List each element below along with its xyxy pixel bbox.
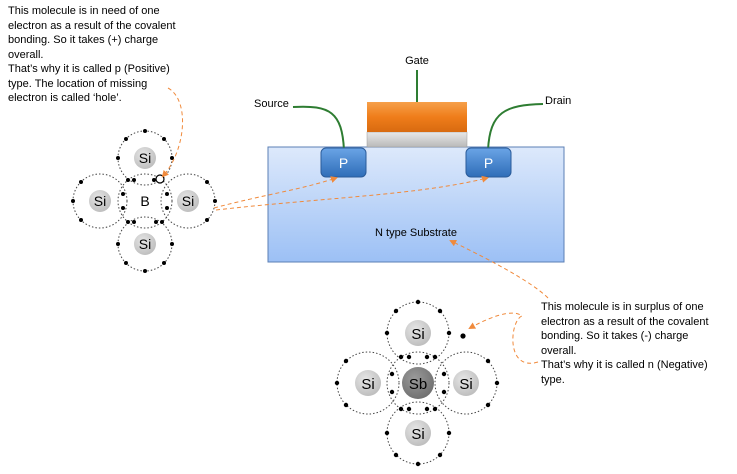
si-atom bbox=[134, 147, 156, 169]
si-atom bbox=[134, 233, 156, 255]
atom-label: Si bbox=[411, 326, 424, 343]
source-wire bbox=[292, 105, 345, 151]
n-electrons bbox=[334, 299, 500, 467]
p-electrons bbox=[71, 129, 217, 273]
orbital-ring bbox=[336, 351, 400, 415]
si-atom bbox=[405, 320, 431, 346]
n-note-line: overall. bbox=[541, 344, 577, 357]
n-note-line: That’s why it is called n (Negative) bbox=[541, 359, 708, 371]
si-atom bbox=[89, 190, 111, 212]
p-note-line: This molecule is in need of one bbox=[8, 5, 160, 17]
n-note-line: electron as a result of the covalent bbox=[541, 315, 709, 328]
boron-atom-label: B bbox=[140, 193, 149, 209]
hole-marker bbox=[155, 174, 165, 184]
atom-label: Si bbox=[411, 426, 424, 443]
extra-electron bbox=[460, 333, 466, 339]
si-atom bbox=[177, 190, 199, 212]
orbital-ring bbox=[386, 351, 450, 415]
source-region-label: P bbox=[339, 155, 348, 171]
p-note-line: bonding. So it takes (+) charge bbox=[8, 34, 159, 46]
atom-label: Si bbox=[139, 150, 151, 166]
n-note-line: bonding. So it takes (-) charge bbox=[541, 330, 689, 342]
p-type-molecule: Si Si B Si Si bbox=[71, 129, 217, 273]
gate-label: Gate bbox=[405, 55, 429, 67]
atom-label: Si bbox=[94, 193, 106, 209]
n-note-line: This molecule is in surplus of one bbox=[541, 301, 704, 313]
drain-region-label: P bbox=[484, 155, 493, 171]
drain-wire bbox=[487, 103, 544, 151]
hole-callout-arrow bbox=[161, 87, 184, 178]
n-type-explanation: This molecule is in surplus of one elect… bbox=[541, 300, 709, 387]
n-type-molecule: Si Si Sb Si Si bbox=[334, 299, 500, 467]
p-note-line: overall. bbox=[8, 48, 44, 61]
drain-label: Drain bbox=[545, 95, 571, 107]
p-note-line: electron as a result of the covalent bbox=[8, 19, 176, 32]
p-note-line: That’s why it is called p (Positive) bbox=[8, 63, 170, 75]
atom-label: Si bbox=[182, 193, 194, 209]
gate-electrode bbox=[367, 102, 467, 132]
atom-label: Si bbox=[459, 376, 472, 393]
substrate-callout-arrow bbox=[449, 240, 549, 299]
p-type-explanation: This molecule is in need of one electron… bbox=[8, 4, 176, 106]
n-substrate bbox=[267, 146, 565, 263]
p-note-line: type. The location of missing bbox=[8, 77, 148, 90]
atom-label: Si bbox=[361, 376, 374, 393]
antimony-atom bbox=[402, 367, 434, 399]
substrate-label: N type Substrate bbox=[375, 227, 457, 239]
antimony-atom-label: Sb bbox=[409, 376, 427, 393]
electron-callout-arrow bbox=[468, 312, 539, 364]
n-note-line: type. bbox=[541, 373, 565, 386]
p-note-line: electron is called ‘hole’. bbox=[8, 92, 122, 104]
source-p-region bbox=[320, 147, 367, 178]
p-region-arrow-source bbox=[213, 176, 338, 209]
p-region-arrow-drain bbox=[215, 175, 489, 211]
si-atom bbox=[355, 370, 381, 396]
orbital-ring bbox=[117, 173, 173, 229]
source-label: Source bbox=[254, 98, 289, 110]
si-atom bbox=[405, 420, 431, 446]
atom-label: Si bbox=[139, 236, 151, 252]
si-atom bbox=[453, 370, 479, 396]
gate-oxide bbox=[366, 131, 468, 148]
